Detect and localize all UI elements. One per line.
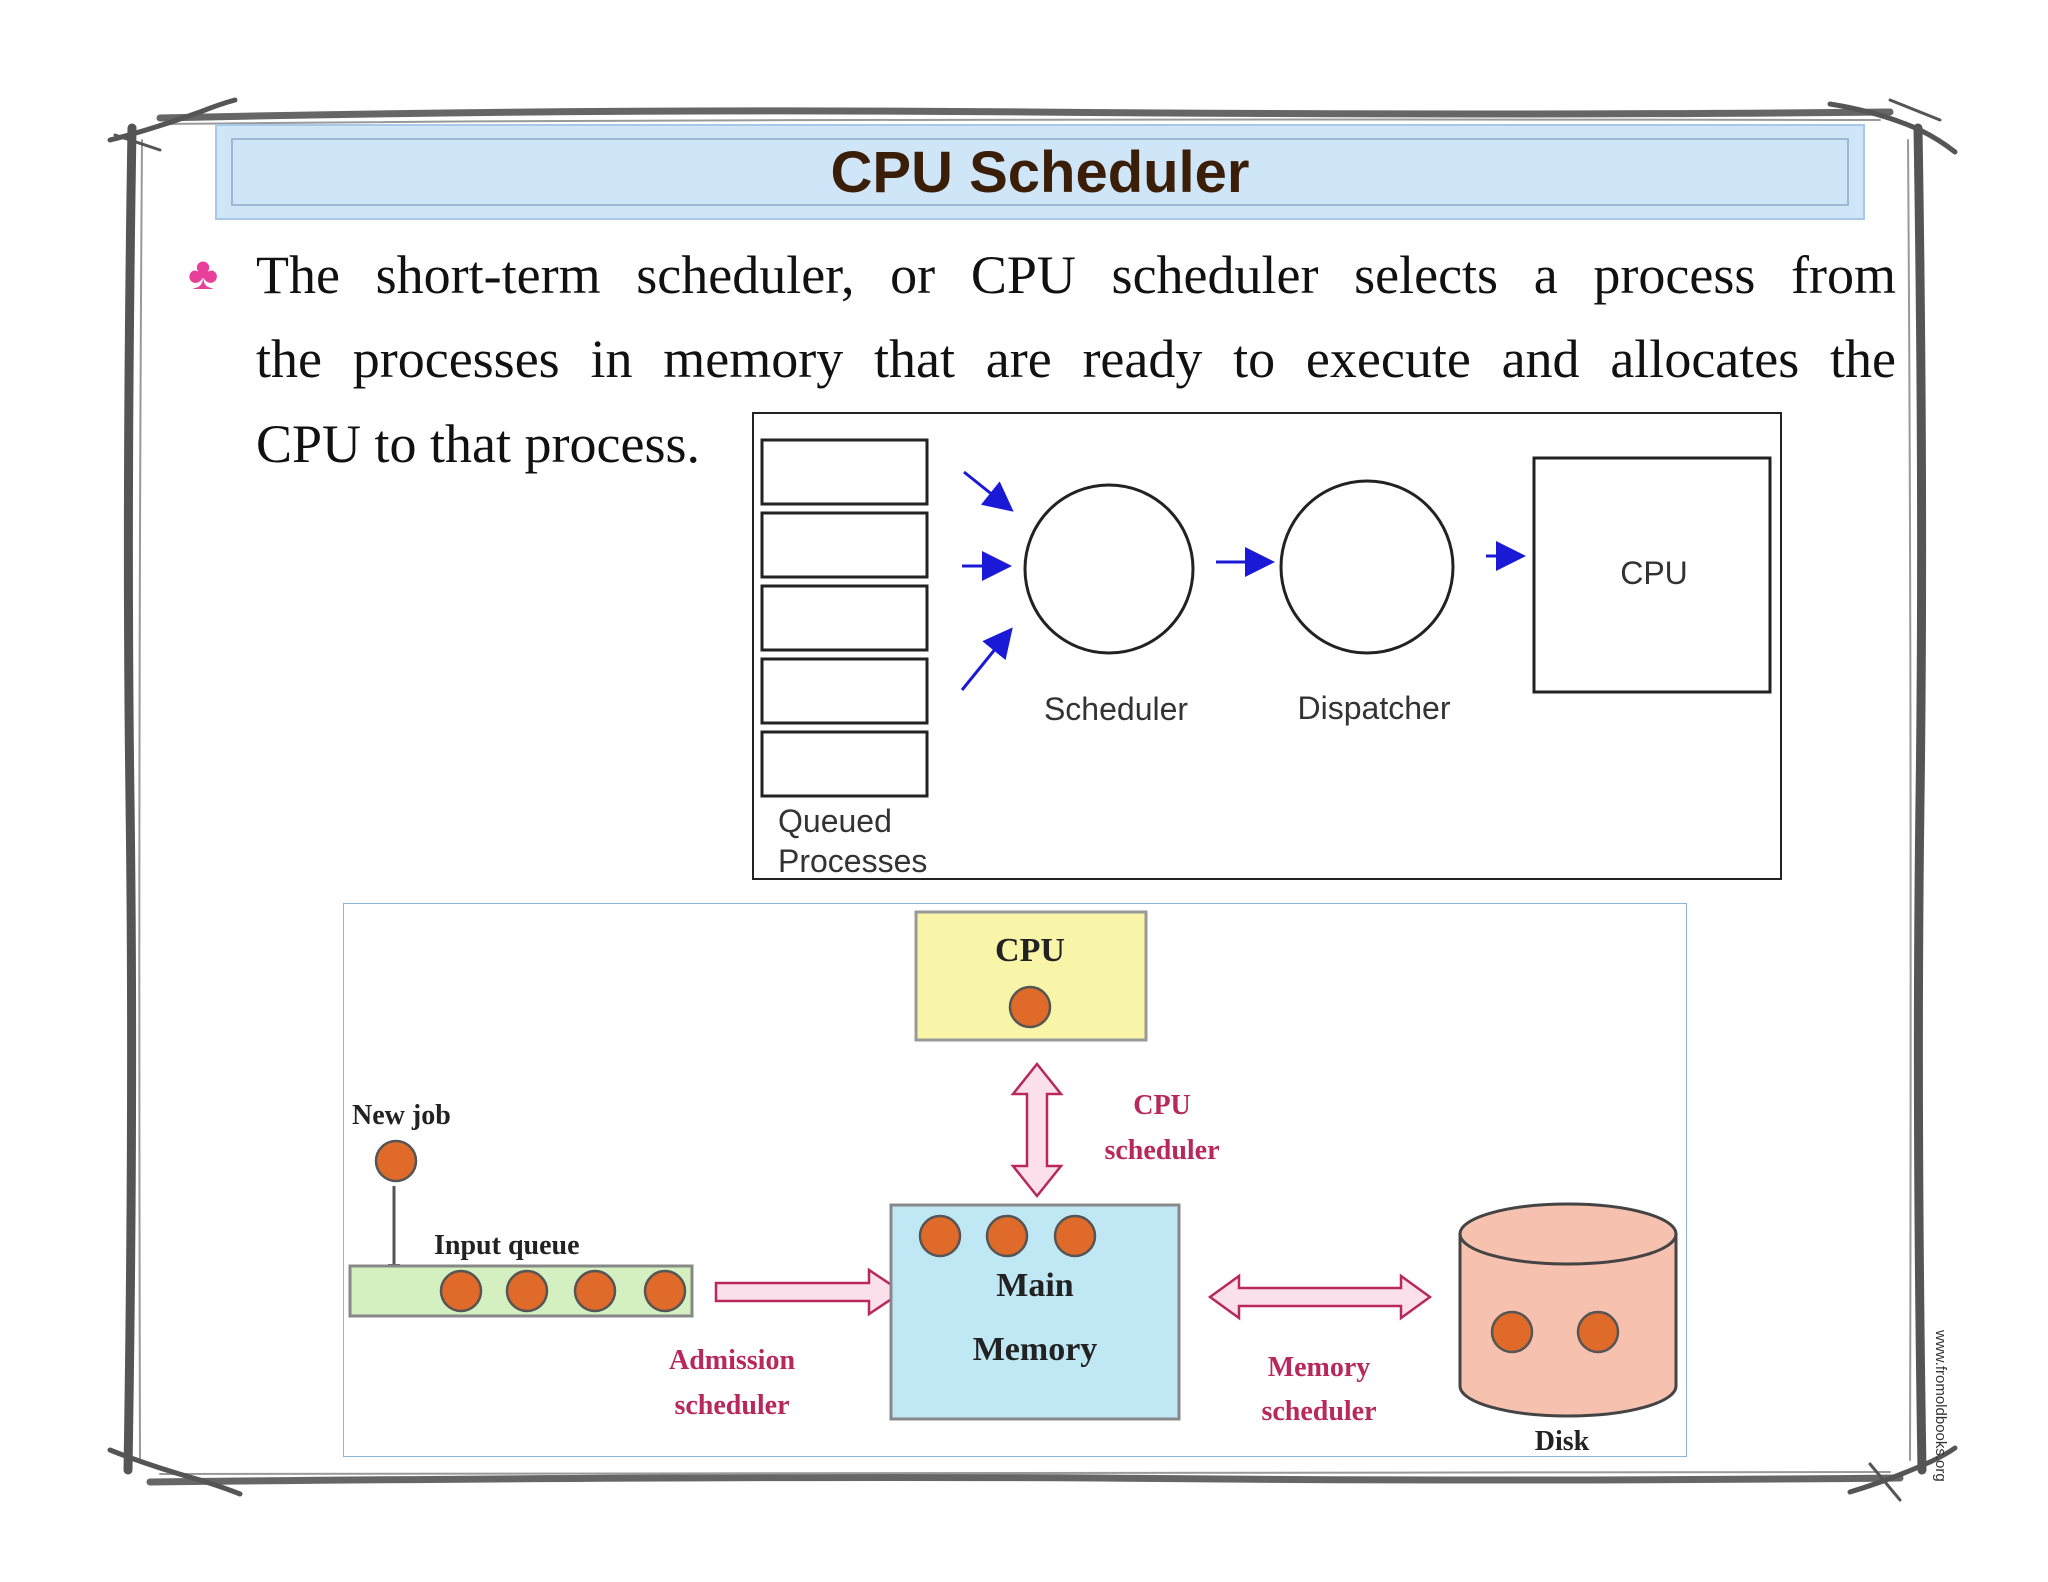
- process-dot: [1008, 985, 1052, 1029]
- queue-slot: [760, 511, 929, 579]
- queue-label-line-2: Processes: [778, 843, 927, 878]
- arrow-icon: [963, 470, 1014, 512]
- process-dot: [985, 1214, 1029, 1258]
- main-memory-label-line-1: Main: [996, 1267, 1074, 1304]
- scheduler-diagram: Queued Processes Scheduler Dispatcher CP…: [752, 412, 1782, 880]
- title-bar: CPU Scheduler: [215, 124, 1865, 220]
- process-dot: [439, 1269, 483, 1313]
- right-arrow-icon: [714, 1267, 905, 1317]
- bullet-text-line-3: CPU to that process.: [256, 414, 700, 474]
- double-arrow-horizontal-icon: [1207, 1273, 1433, 1321]
- process-dot: [1490, 1310, 1534, 1354]
- cpu-scheduler-label-line-2: scheduler: [1104, 1135, 1219, 1166]
- cpu-box: [1532, 456, 1772, 694]
- process-dot: [918, 1214, 962, 1258]
- admission-scheduler-label-line-1: Admission: [669, 1345, 795, 1376]
- queue-slot: [760, 584, 929, 652]
- club-icon: ♣: [188, 247, 219, 299]
- bullet-text-line-2: the processes in memory that are ready t…: [256, 329, 1896, 389]
- process-queue: [760, 438, 929, 798]
- process-dot: [1053, 1214, 1097, 1258]
- scheduler-label: Scheduler: [1044, 691, 1188, 727]
- process-dot: [374, 1139, 418, 1183]
- new-job-label: New job: [352, 1100, 451, 1131]
- process-dot: [573, 1269, 617, 1313]
- scheduler-circle: [1023, 483, 1195, 655]
- process-dot: [1576, 1310, 1620, 1354]
- page-title: CPU Scheduler: [830, 139, 1250, 205]
- queue-slot: [760, 657, 929, 725]
- memory-scheduler-label-line-1: Memory: [1268, 1352, 1371, 1383]
- arrow-icon: [960, 627, 1013, 691]
- cpu-scheduler-label-line-1: CPU: [1133, 1090, 1191, 1121]
- disk-label: Disk: [1535, 1426, 1590, 1455]
- queue-slot: [760, 730, 929, 798]
- dispatcher-label: Dispatcher: [1298, 690, 1451, 726]
- memory-scheduler-label-line-2: scheduler: [1261, 1396, 1376, 1427]
- input-queue-label: Input queue: [434, 1230, 580, 1261]
- cpu-label: CPU: [995, 932, 1065, 969]
- double-arrow-vertical-icon: [1010, 1061, 1064, 1199]
- title-inner-border: [231, 138, 1849, 206]
- cpu-label: CPU: [1620, 555, 1688, 591]
- dispatcher-circle: [1279, 479, 1455, 655]
- job-flow-diagram: CPU CPU scheduler New job Input queue Ad…: [343, 903, 1687, 1457]
- watermark-text: www.fromoldbooks.org: [1932, 1330, 1949, 1482]
- queue-slot: [760, 438, 929, 506]
- disk-icon: [1458, 1202, 1678, 1418]
- admission-scheduler-label-line-2: scheduler: [674, 1390, 789, 1421]
- main-memory-label-line-2: Memory: [973, 1331, 1098, 1368]
- process-dot: [505, 1269, 549, 1313]
- watermark: www.fromoldbooks.org: [1932, 1330, 1949, 1482]
- bullet-text-line-1: The short-term scheduler, or CPU schedul…: [256, 245, 1896, 305]
- queue-label-line-1: Queued: [778, 803, 892, 839]
- process-dot: [643, 1269, 687, 1313]
